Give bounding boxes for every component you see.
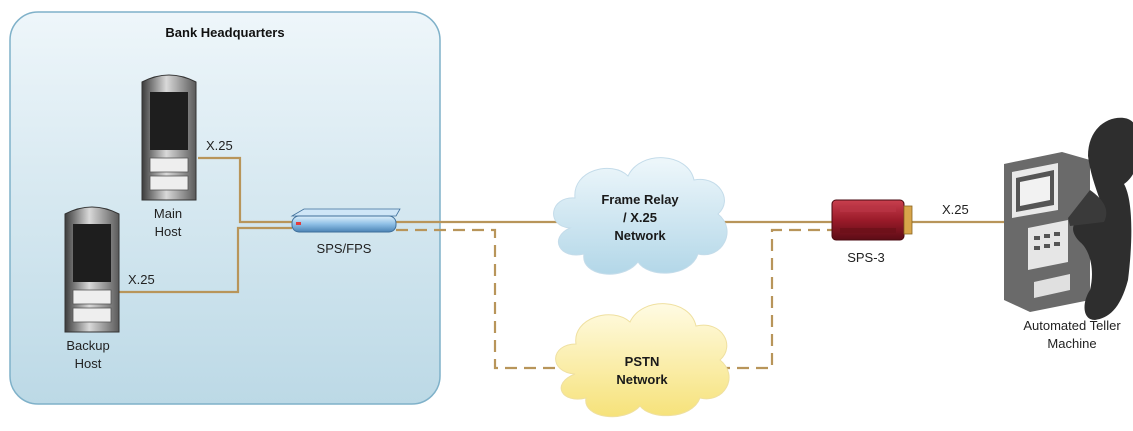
sps3-link-label: X.25 xyxy=(942,202,969,217)
dashed-links xyxy=(396,228,832,370)
backup-host-label-line2: Host xyxy=(75,356,102,371)
backup-host-label-line1: Backup xyxy=(66,338,109,353)
sps3-label: SPS-3 xyxy=(847,250,885,265)
atm-label-line1: Automated Teller xyxy=(1023,318,1121,333)
solid-links xyxy=(118,156,1015,294)
headquarters-title: Bank Headquarters xyxy=(165,25,284,40)
sps-fps-device-icon xyxy=(290,208,401,233)
main-host-server-icon xyxy=(141,74,197,201)
backup-host-link-label: X.25 xyxy=(128,272,155,287)
main-host-label-line2: Host xyxy=(155,224,182,239)
frame-relay-label-line3: Network xyxy=(614,228,666,243)
backup-host-server-icon xyxy=(64,206,120,333)
frame-relay-cloud-icon xyxy=(553,157,728,275)
sps3-device-icon xyxy=(831,199,913,241)
pstn-cloud-icon xyxy=(555,303,730,418)
main-host-link-label: X.25 xyxy=(206,138,233,153)
frame-relay-label-line2: / X.25 xyxy=(623,210,657,225)
link-spsfps-pstn xyxy=(396,228,568,370)
link-pstn-sps3 xyxy=(718,228,832,370)
sps-fps-label: SPS/FPS xyxy=(317,241,372,256)
main-host-label-line1: Main xyxy=(154,206,182,221)
pstn-label-line2: Network xyxy=(616,372,668,387)
link-main-host xyxy=(198,156,292,224)
frame-relay-label-line1: Frame Relay xyxy=(601,192,679,207)
link-backup-host xyxy=(118,226,292,294)
atm-user-icon xyxy=(1004,117,1133,320)
atm-label-line2: Machine xyxy=(1047,336,1096,351)
pstn-label-line1: PSTN xyxy=(625,354,660,369)
